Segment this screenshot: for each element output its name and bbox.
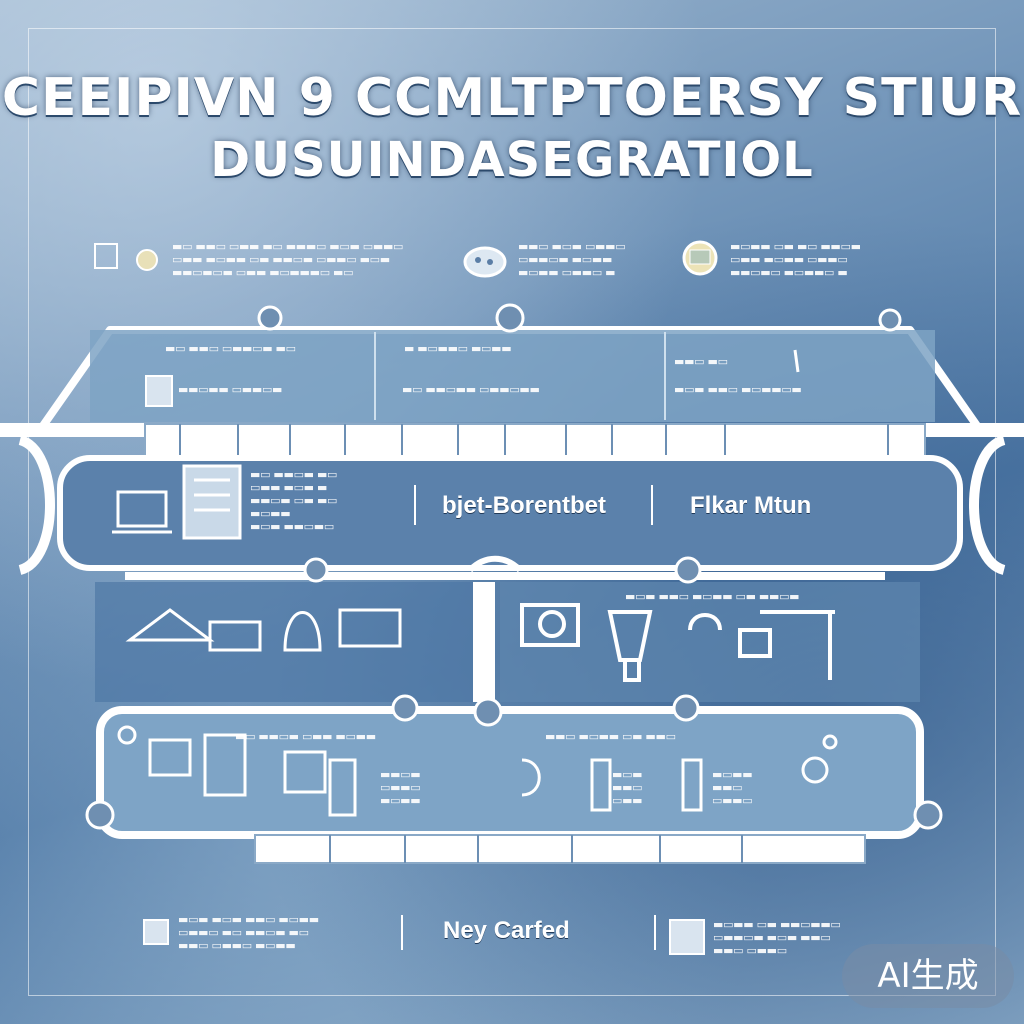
panel-caption-6: ▬▭▬ ▬▬▭ ▬▭▬▬▭▬ [674, 383, 802, 396]
middle-band [57, 455, 963, 571]
outer-frame [28, 28, 996, 996]
panel-caption-2: ▬▬▭▬▬ ▭▬▬▭▬ [178, 383, 283, 396]
lower-caption: ▬▭▬ ▬▬▭ ▬▭▬▬ ▭▬ ▬▬▭▬ [625, 590, 800, 603]
diagram-title: CEEIPIVN 9 CCMLTPTOERSY STIUR [1, 68, 1023, 128]
top-caption-1: ▬▭ ▬▬▭ ▭▬▬ ▬▭ ▬▬▬▭ ▬▭▬ ▭▬▬▭▭▬▬ ▬▭▬▬ ▭▬ ▬… [172, 240, 404, 279]
pencil-icon [793, 349, 800, 373]
diagram-subtitle: DUSUINDASEGRATIOL [210, 132, 814, 188]
capsule-caption-1: ▬▭ ▬▬▭▬ ▭▬▬ ▬▭▬▬ [235, 730, 376, 743]
document-icon [669, 919, 705, 955]
top-caption-3: ▬▭▬▬ ▭▬ ▬▭ ▬▬▭▬▭▬▬ ▬▭▬▬ ▭▬▬▭▬▬▭▬▭ ▬▭▬▬▭ … [730, 240, 861, 279]
capsule-caption-3: ▬▬▭▬▭▬▬▭▬▭▬▬ [380, 768, 421, 807]
network-icon [463, 246, 507, 278]
panel-caption-1: ▬▭ ▬▬▭ ▭▬▬▭▬ ▬▭ [165, 342, 296, 355]
document-icon [182, 464, 242, 540]
panel-caption-4: ▬▭ ▬▬▭▬▬ ▭▬▬▭▬▬ [402, 383, 540, 396]
band-caption: ▬▭ ▬▬▭▬ ▬▭▭▬▬ ▬▭▬ ▬▬▬▭▬ ▭▬ ▬▭▬▭▬▬▬▭▬ ▬▬▭… [250, 468, 338, 533]
panel-caption-3: ▬ ▬▭▬▬▭ ▬▭▬▬ [404, 342, 512, 355]
server-icon [203, 733, 838, 817]
coin-icon [136, 249, 158, 271]
upper-panel [90, 330, 935, 422]
label-flkar-mtun: Flkar Mtun [690, 492, 812, 519]
machine-icon [125, 608, 402, 652]
capsule-caption-2: ▬▬▭ ▬▭▬▬ ▭▬ ▬▬▭ [545, 730, 676, 743]
computer-icon [112, 490, 172, 534]
label-bjet-borentbet: bjet-Borentbet [442, 492, 606, 519]
gear-icon [682, 240, 718, 276]
watermark-badge: AI生成 [842, 944, 1014, 1008]
bottom-caption-2: ▬▭▬▬ ▭▬ ▬▬▭▬▬▭▭▬▬▭▬ ▬▭▬ ▬▬▭▬▬▭ ▭▬▬▭ [713, 918, 841, 957]
document-icon [94, 243, 118, 269]
label-ney-carfed: Ney Carfed [443, 917, 570, 944]
document-icon [145, 375, 173, 407]
bottom-caption-1: ▬▭▬ ▬▭▬ ▬▬▭ ▬▭▬▬▭▬▬▭ ▬▭ ▬▬▭▬ ▬▭▬▬▭ ▭▬▬▭ … [178, 913, 319, 952]
panel-caption-5: ▬▬▭ ▬▭ [674, 355, 728, 368]
phone-icon [117, 725, 192, 777]
server-icon [143, 919, 169, 945]
capsule-caption-5: ▬▭▬▬▬▬▭▭▬▬▭ [712, 768, 753, 807]
top-caption-2: ▬▬▭ ▬▭▬ ▭▬▬▭▭▬▬▭▬ ▬▭▬▬▬▭▬▬ ▭▬▬▭ ▬ [518, 240, 626, 279]
camera-icon [520, 603, 835, 682]
connector-nodes [85, 303, 943, 830]
capsule-caption-4: ▬▭▬▬▬▭▭▬▬ [612, 768, 643, 807]
